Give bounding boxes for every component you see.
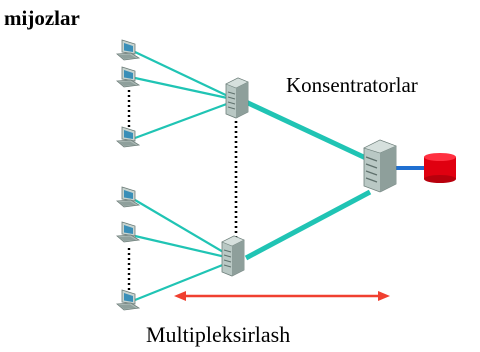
trunk-link-bottom (244, 189, 372, 261)
workstation-icon (116, 39, 140, 61)
trunk-link-top (244, 99, 372, 163)
workstation-icon (116, 186, 140, 208)
multiplexing-label: Multipleksirlash (146, 322, 291, 347)
server-icon (363, 139, 397, 193)
database-icon (424, 153, 456, 183)
clients-label: mijozlar (4, 6, 80, 30)
workstation-icon (116, 221, 140, 243)
workstation-icon (116, 66, 140, 88)
client-links-top (134, 51, 233, 140)
hub-icon (221, 235, 245, 277)
concentrators-label: Konsentratorlar (286, 73, 418, 97)
client-links-bottom (134, 199, 231, 302)
hub-icon (225, 77, 249, 119)
multiplexing-arrow (174, 291, 390, 301)
